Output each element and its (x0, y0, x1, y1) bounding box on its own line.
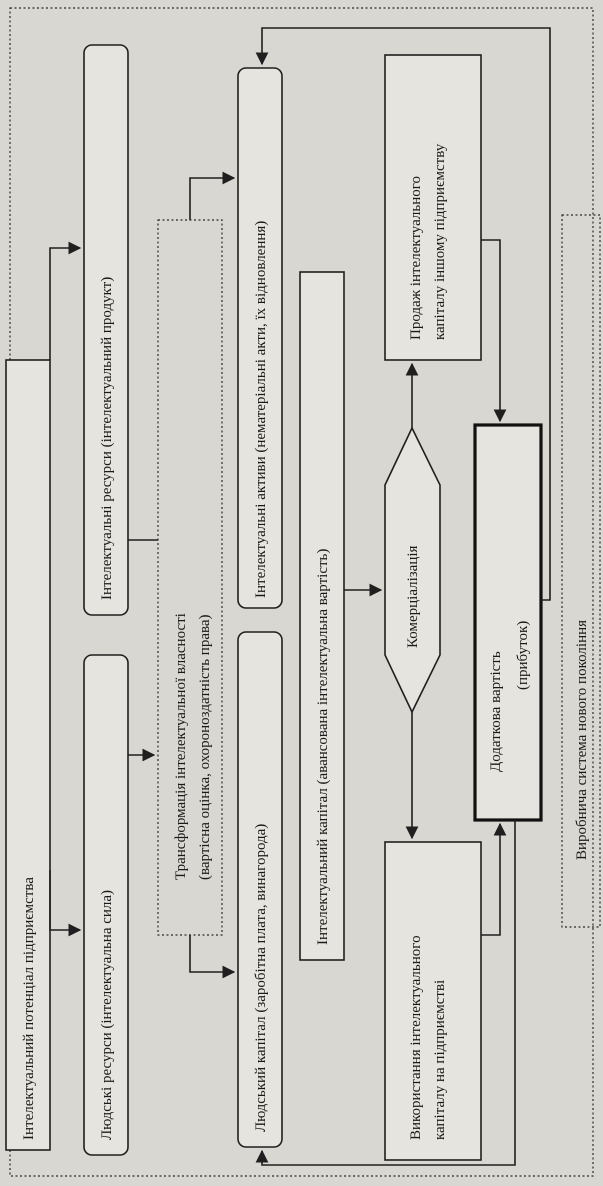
intellectual-resources-label: Інтелектуальні ресурси (інтелектуальний … (99, 277, 115, 600)
box-sale: Продаж інтелектуального капіталу іншому … (384, 54, 482, 361)
box-production-system: Виробнича система нового покоління (561, 214, 601, 928)
box-commercialization: Комерціалізація (384, 426, 441, 714)
intellectual-assets-label: Інтелектуальні активи (нематеріальні акт… (253, 221, 269, 598)
sale-label-2: капіталу іншому підприємству (432, 143, 448, 340)
arrow-potential-to-resources (49, 241, 82, 360)
human-capital-label: Людський капітал (заробітна плата, винаг… (253, 824, 269, 1132)
box-intellectual-capital: Інтелектуальний капітал (авансована інте… (299, 271, 345, 961)
arrow-potential-to-human (49, 870, 82, 937)
intellectual-capital-label: Інтелектуальний капітал (авансована інте… (315, 549, 331, 945)
arrow-use-to-value (481, 822, 507, 936)
box-potential: Інтелектуальний потенціал підприємства (5, 359, 51, 1151)
production-system-label: Виробнича система нового покоління (574, 620, 590, 860)
box-transformation: Трансформація інтелектуальної власності … (157, 219, 223, 936)
box-additional-value: Додаткова вартість (прибуток) (473, 423, 543, 822)
arrow-sale-to-value (481, 239, 507, 423)
human-resources-label: Людські ресурси (інтелектуальна сила) (99, 890, 115, 1140)
arrow-transformation-to-human-capital (189, 935, 236, 979)
box-intellectual-assets: Інтелектуальні активи (нематеріальні акт… (237, 67, 283, 609)
value-label-2: (прибуток) (515, 621, 531, 690)
use-label-1: Використання інтелектуального (408, 935, 424, 1140)
commercialization-label: Комерціалізація (405, 545, 421, 648)
arrow-transformation-to-assets (189, 171, 236, 220)
transformation-label-1: Трансформація інтелектуальної власності (173, 613, 189, 880)
potential-label: Інтелектуальний потенціал підприємства (21, 877, 37, 1140)
box-use: Використання інтелектуального капіталу н… (384, 841, 482, 1161)
value-label-1: Додаткова вартість (488, 651, 504, 772)
sale-label-1: Продаж інтелектуального (408, 176, 424, 340)
box-human-capital: Людський капітал (заробітна плата, винаг… (237, 631, 283, 1148)
use-label-2: капіталу на підприємстві (432, 980, 448, 1140)
box-human-resources: Людські ресурси (інтелектуальна сила) (83, 654, 129, 1156)
feedback-to-assets (255, 27, 551, 601)
box-intellectual-resources: Інтелектуальні ресурси (інтелектуальний … (83, 44, 129, 616)
feedback-to-human-capital (255, 820, 516, 1166)
transformation-label-2: (вартісна оцінка, охороноздатність права… (197, 614, 213, 880)
